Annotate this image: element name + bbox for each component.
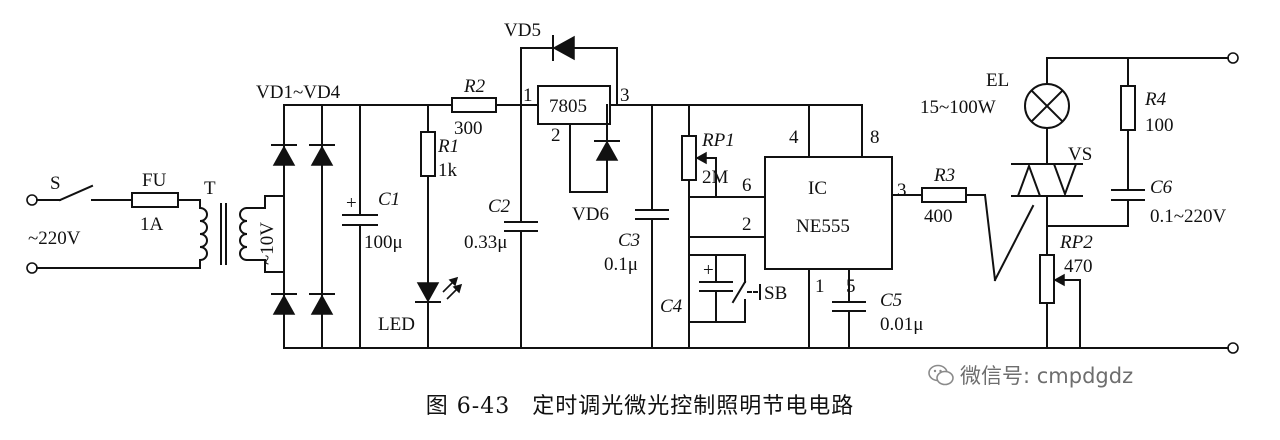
- regulator-label: 7805: [549, 96, 587, 117]
- ic-ne555: [764, 104, 893, 349]
- ic-pin2: 2: [742, 214, 752, 235]
- r2-label: R2: [463, 76, 486, 97]
- figure-number: 图 6-43: [425, 394, 511, 419]
- transformer-primary: [198, 206, 208, 262]
- resistor-r4-capacitor-c6: [1046, 57, 1145, 227]
- mains-input: [26, 184, 266, 274]
- input-terminal-top: [26, 194, 38, 206]
- regulator-pin1: 1: [523, 85, 533, 106]
- diode-vd4: [310, 294, 334, 315]
- capacitor-c3: [635, 104, 669, 349]
- ic-pin3: 3: [897, 180, 907, 201]
- el-label: EL: [986, 70, 1009, 91]
- diode-vd1: [272, 145, 296, 166]
- ic-part-label: NE555: [796, 216, 850, 237]
- wechat-icon: [928, 364, 954, 391]
- mains-voltage-label: ~220V: [28, 228, 81, 249]
- r4-value: 100: [1145, 115, 1174, 136]
- vs-label: VS: [1068, 144, 1092, 165]
- ic-pin8: 8: [870, 127, 880, 148]
- el-value: 15~100W: [920, 97, 996, 118]
- resistor-r3: [891, 187, 1035, 282]
- figure-caption: 图 6-43 定时调光微光控制照明节电电路: [0, 388, 1280, 420]
- fuse-label: FU: [142, 170, 167, 191]
- r4-label: R4: [1144, 89, 1167, 110]
- c2-label: C2: [488, 196, 511, 217]
- ic-pin5: 5: [846, 276, 856, 297]
- rp2-label: RP2: [1059, 232, 1093, 253]
- ic-pin6: 6: [742, 175, 752, 196]
- ic-label: IC: [808, 178, 827, 199]
- transformer-label: T: [204, 178, 216, 199]
- c2-value: 0.33μ: [464, 232, 507, 253]
- svg-text:+: +: [703, 260, 714, 281]
- watermark-text: 微信号: cmpdgdz: [960, 364, 1134, 388]
- potentiometer-rp1: [681, 104, 766, 349]
- regulator-pin3: 3: [620, 85, 630, 106]
- transformer-secondary: [239, 206, 249, 262]
- ic-pin4: 4: [789, 127, 799, 148]
- ic-pin1: 1: [815, 276, 825, 297]
- c5-value: 0.01μ: [880, 314, 923, 335]
- r3-label: R3: [933, 165, 955, 186]
- r2-value: 300: [454, 118, 483, 139]
- c6-label: C6: [1150, 177, 1173, 198]
- potentiometer-rp2: [1039, 254, 1081, 349]
- r3-value: 400: [924, 206, 953, 227]
- c6-value: 0.1~220V: [1150, 206, 1227, 227]
- figure-title: 定时调光微光控制照明节电电路: [532, 394, 855, 419]
- c3-label: C3: [618, 230, 640, 251]
- resistor-r1: [420, 131, 436, 177]
- secondary-voltage-label: ~10V: [257, 222, 278, 265]
- diode-vd3: [272, 294, 296, 315]
- regulator-pin2: 2: [551, 125, 561, 146]
- sb-label: SB: [764, 283, 787, 304]
- switch-s-blade: [58, 184, 94, 202]
- c4-label: C4: [660, 296, 683, 317]
- triac-vs: [1011, 163, 1083, 256]
- c3-value: 0.1μ: [604, 254, 638, 275]
- r1-value: 1k: [438, 160, 458, 181]
- capacitor-c4: +: [688, 254, 733, 323]
- capacitor-c5: [832, 301, 866, 349]
- fuse-fu: [131, 192, 179, 208]
- switch-label: S: [50, 173, 61, 194]
- r1-label: R1: [437, 136, 459, 157]
- watermark: 微信号: cmpdgdz: [928, 360, 1133, 391]
- rp1-value: 2M: [702, 167, 729, 188]
- regulator-7805: [537, 85, 611, 125]
- c1-value: 100μ: [364, 232, 403, 253]
- rp1-label: RP1: [701, 130, 735, 151]
- capacitor-c2: [504, 104, 538, 349]
- output-terminal-bottom: [1227, 342, 1239, 354]
- output-terminal-top: [1227, 52, 1239, 64]
- rp2-value: 470: [1064, 256, 1093, 277]
- input-terminal-bottom: [26, 262, 38, 274]
- diode-vd6: [569, 104, 620, 193]
- bridge-label: VD1~VD4: [256, 82, 341, 103]
- diode-vd5: [520, 35, 618, 106]
- svg-text:+: +: [346, 193, 357, 214]
- button-sb: [715, 254, 761, 323]
- capacitor-c1: +: [342, 104, 378, 349]
- resistor-r2: [451, 97, 497, 113]
- led-label: LED: [378, 314, 415, 335]
- lamp-el: [1024, 57, 1229, 165]
- vd5-label: VD5: [504, 20, 541, 41]
- resistor-r1-led: [415, 104, 463, 349]
- vd6-label: VD6: [572, 204, 609, 225]
- led: [416, 282, 440, 303]
- fuse-value: 1A: [140, 214, 164, 235]
- c5-label: C5: [880, 290, 902, 311]
- diode-vd2: [310, 145, 334, 166]
- c1-label: C1: [378, 189, 400, 210]
